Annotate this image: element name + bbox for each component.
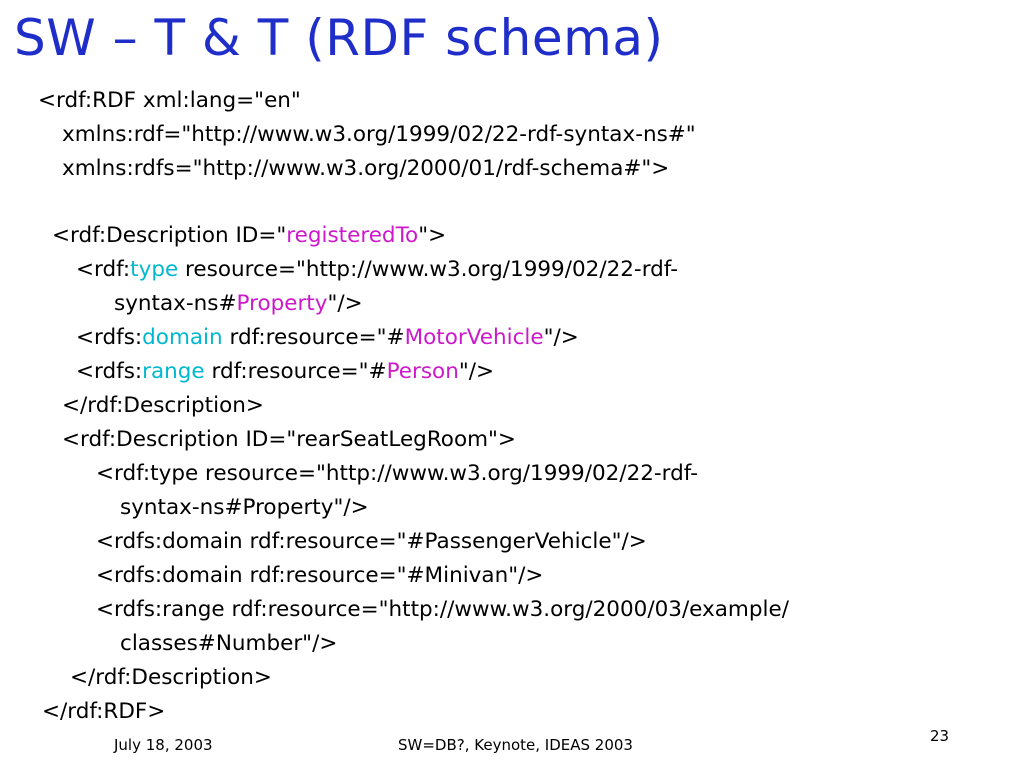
code-line: <rdfs:domain rdf:resource="#Minivan"/> [96,563,544,588]
code-line: <rdfs:range rdf:resource="#Person"/> [76,357,494,387]
code-text: syntax-ns# [114,291,237,316]
code-line: syntax-ns#Property"/> [120,495,369,520]
code-line: <rdfs:range rdf:resource="http://www.w3.… [96,597,789,622]
highlighted-term: Person [386,359,459,384]
code-line: <rdf:type resource="http://www.w3.org/19… [96,461,698,486]
code-line: <rdf:Description ID="rearSeatLegRoom"> [62,427,516,452]
code-line: <rdfs:domain rdf:resource="#MotorVehicle… [76,323,579,353]
code-text: rdf:resource="# [204,359,387,384]
code-line: </rdf:Description> [70,665,272,690]
highlighted-term: Property [236,291,328,316]
code-text: <rdfs: [76,359,143,384]
code-line: </rdf:Description> [62,393,264,418]
code-text: "/> [458,359,494,384]
highlighted-term: MotorVehicle [404,325,544,350]
code-text: "> [418,223,447,248]
highlighted-term: type [130,257,179,282]
footer-date: July 18, 2003 [114,736,213,754]
slide-title: SW – T & T (RDF schema) [14,9,664,67]
code-line: <rdf:type resource="http://www.w3.org/19… [76,255,678,285]
code-line: <rdf:Description ID="registeredTo"> [52,221,446,251]
code-text: <rdf: [76,257,131,282]
highlighted-term: domain [142,325,223,350]
code-line: classes#Number"/> [120,631,338,656]
slide-number: 23 [930,727,950,745]
code-text: <rdf:Description ID=" [52,223,287,248]
code-line: <rdfs:domain rdf:resource="#PassengerVeh… [96,529,647,554]
highlighted-term: range [142,359,205,384]
code-text: "/> [327,291,363,316]
code-text: rdf:resource="# [222,325,405,350]
code-line: <rdf:RDF xml:lang="en" [38,88,301,113]
code-line: syntax-ns#Property"/> [114,289,363,319]
code-text: <rdfs: [76,325,143,350]
code-text: "/> [543,325,579,350]
code-line: </rdf:RDF> [42,699,166,724]
code-line: xmlns:rdf="http://www.w3.org/1999/02/22-… [62,122,696,147]
footer-title: SW=DB?, Keynote, IDEAS 2003 [398,736,633,754]
code-text: resource="http://www.w3.org/1999/02/22-r… [178,257,678,282]
highlighted-term: registeredTo [286,223,419,248]
code-line: xmlns:rdfs="http://www.w3.org/2000/01/rd… [62,156,670,181]
